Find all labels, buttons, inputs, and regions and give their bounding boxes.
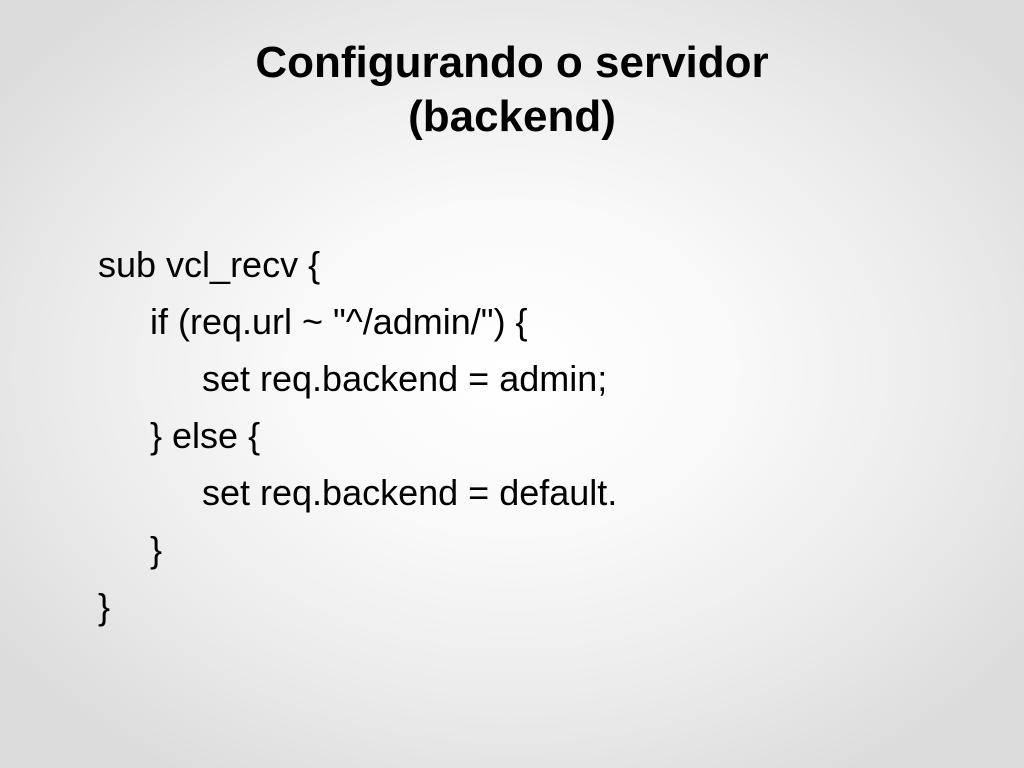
slide-title-line-1: Configurando o servidor — [255, 38, 769, 87]
code-block: sub vcl_recv { if (req.url ~ "^/admin/")… — [98, 236, 617, 635]
slide-title-line-2: (backend) — [408, 92, 616, 141]
code-line-2: if (req.url ~ "^/admin/") { — [150, 301, 528, 342]
slide-title: Configurando o servidor (backend) — [0, 36, 1024, 144]
code-line-7: } — [98, 586, 111, 627]
code-line-5: set req.backend = default. — [202, 472, 618, 513]
code-line-1: sub vcl_recv { — [98, 244, 321, 285]
code-line-4: } else { — [150, 415, 261, 456]
code-line-3: set req.backend = admin; — [202, 358, 608, 399]
code-line-6: } — [150, 529, 163, 570]
